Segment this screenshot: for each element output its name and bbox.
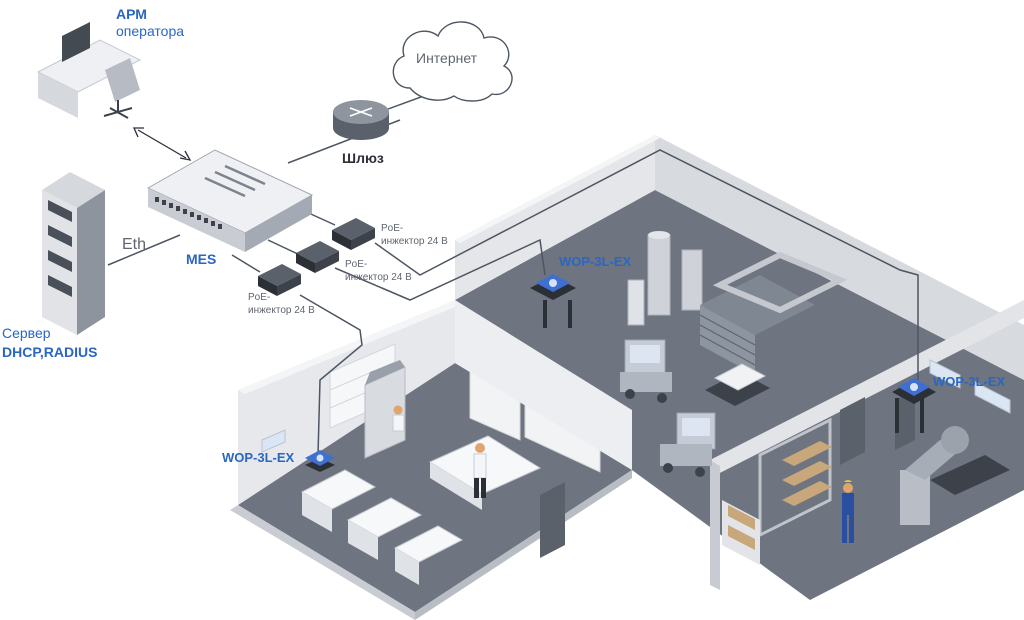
poe3-line1: PoE- bbox=[248, 292, 271, 303]
poe2-line2: инжектор 24 В bbox=[345, 271, 412, 283]
access-point-label-left: WOP-3L-EX bbox=[222, 450, 295, 465]
poe-injector-label-3: PoE- инжектор 24 В bbox=[248, 292, 315, 317]
poe2-line1: PoE- bbox=[345, 259, 368, 270]
poe-injector-label-2: PoE- инжектор 24 В bbox=[345, 259, 412, 284]
worker-icon bbox=[392, 405, 854, 543]
access-point-icon bbox=[305, 274, 936, 472]
production-hall bbox=[455, 135, 1024, 600]
poe1-line1: PoE- bbox=[381, 223, 404, 234]
poe3-line2: инжектор 24 В bbox=[248, 304, 315, 316]
poe-injector-icon bbox=[258, 218, 375, 296]
arm-subtitle: оператора bbox=[116, 23, 185, 39]
arm-title: АРМ bbox=[116, 6, 147, 22]
gateway-label: Шлюз bbox=[342, 150, 384, 166]
bidirectional-arrow-icon bbox=[132, 127, 192, 161]
poe1-line2: инжектор 24 В bbox=[381, 235, 448, 247]
server-rack-icon bbox=[42, 172, 105, 335]
server-caption: Сервер bbox=[2, 325, 51, 341]
cables bbox=[107, 89, 919, 456]
switch-icon bbox=[146, 149, 314, 252]
internet-label: Интернет bbox=[416, 50, 478, 66]
poe-injector-label-1: PoE- инжектор 24 В bbox=[381, 223, 448, 248]
server-name: DHCP,RADIUS bbox=[2, 344, 98, 360]
cloud-icon bbox=[392, 21, 513, 102]
workstation-icon bbox=[36, 22, 142, 119]
router-icon bbox=[333, 100, 389, 140]
eth-label: Eth bbox=[122, 236, 147, 253]
access-point-label-right: WOP-3L-EX bbox=[933, 374, 1006, 389]
switch-label: MES bbox=[186, 251, 217, 267]
access-point-label-top: WOP-3L-EX bbox=[559, 254, 632, 269]
